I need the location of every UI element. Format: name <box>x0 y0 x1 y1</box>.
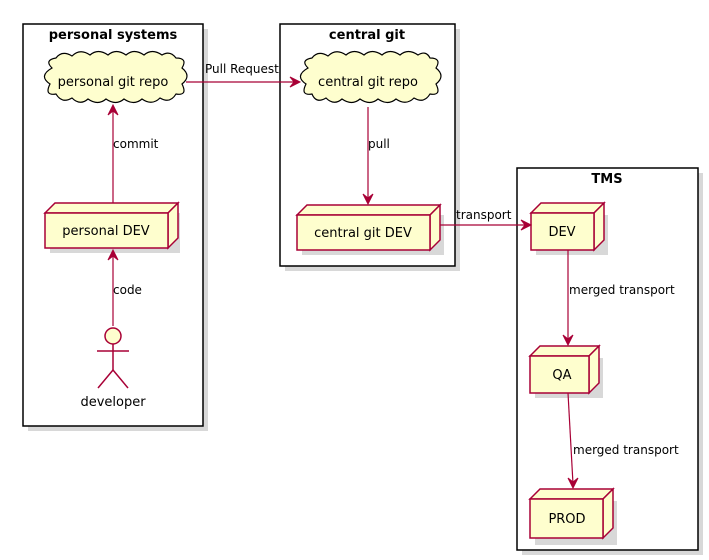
edge-pull: pull <box>362 107 390 206</box>
tms-prod-label: PROD <box>548 512 585 527</box>
node-3d-top <box>528 488 615 500</box>
central-git-repo-label: central git repo <box>318 75 418 90</box>
edge-pull-label: pull <box>368 137 390 151</box>
edge-merged-transport-qa-prod: merged transport <box>567 392 679 490</box>
tms-dev-label: DEV <box>548 225 575 240</box>
cloud-personal-git-repo: personal git repo <box>43 50 188 104</box>
node-face <box>530 212 595 251</box>
node-central-git-dev: central git DEV <box>295 203 444 255</box>
edge-merged-transport-2-label: merged transport <box>573 443 679 457</box>
node-3d-top <box>528 345 601 357</box>
arrowhead <box>107 103 119 116</box>
arrowhead <box>567 477 579 490</box>
node-tms-qa: QA <box>528 344 603 398</box>
edge-merged-transport-1-label: merged transport <box>569 283 675 297</box>
node-face <box>44 212 169 249</box>
personal-dev-label: personal DEV <box>62 224 149 239</box>
node-personal-dev: personal DEV <box>43 201 180 253</box>
node-face <box>529 355 590 394</box>
personal-git-repo-label: personal git repo <box>58 75 169 90</box>
edge-transport: transport <box>440 208 533 231</box>
package-central-git-title: central git <box>329 28 405 43</box>
edge-pull-request-label: Pull Request <box>205 62 279 76</box>
actor-head <box>104 327 122 345</box>
arrowhead <box>362 193 374 206</box>
node-tms-prod: PROD <box>528 487 617 545</box>
node-face <box>529 498 604 539</box>
package-personal-systems-title: personal systems <box>49 28 178 43</box>
actor-left-leg <box>97 369 114 389</box>
node-tms-dev: DEV <box>529 201 608 255</box>
cloud-central-git-repo: central git repo <box>299 50 442 104</box>
edge-code: code <box>107 248 142 326</box>
edge-commit: commit <box>107 103 159 203</box>
actor-right-leg <box>112 369 129 389</box>
edge-transport-label: transport <box>456 208 512 222</box>
arrowhead <box>520 219 533 231</box>
arrowhead <box>289 76 302 88</box>
tms-qa-label: QA <box>552 368 571 383</box>
node-3d-top <box>295 204 442 216</box>
actor-developer: developer <box>80 327 146 410</box>
edge-code-label: code <box>113 283 142 297</box>
package-tms-title: TMS <box>591 172 622 187</box>
developer-label: developer <box>80 395 146 410</box>
node-3d-top <box>43 202 180 214</box>
node-face <box>296 214 431 251</box>
edge-merged-transport-dev-qa: merged transport <box>562 250 675 347</box>
edge-commit-label: commit <box>113 137 159 151</box>
arrowhead <box>107 248 119 261</box>
edge-pull-request: Pull Request <box>186 62 302 88</box>
arrowhead <box>562 334 574 347</box>
cloud-shape <box>299 50 442 104</box>
node-3d-top <box>529 202 606 214</box>
central-git-dev-label: central git DEV <box>314 226 412 241</box>
cloud-shape <box>43 50 188 104</box>
